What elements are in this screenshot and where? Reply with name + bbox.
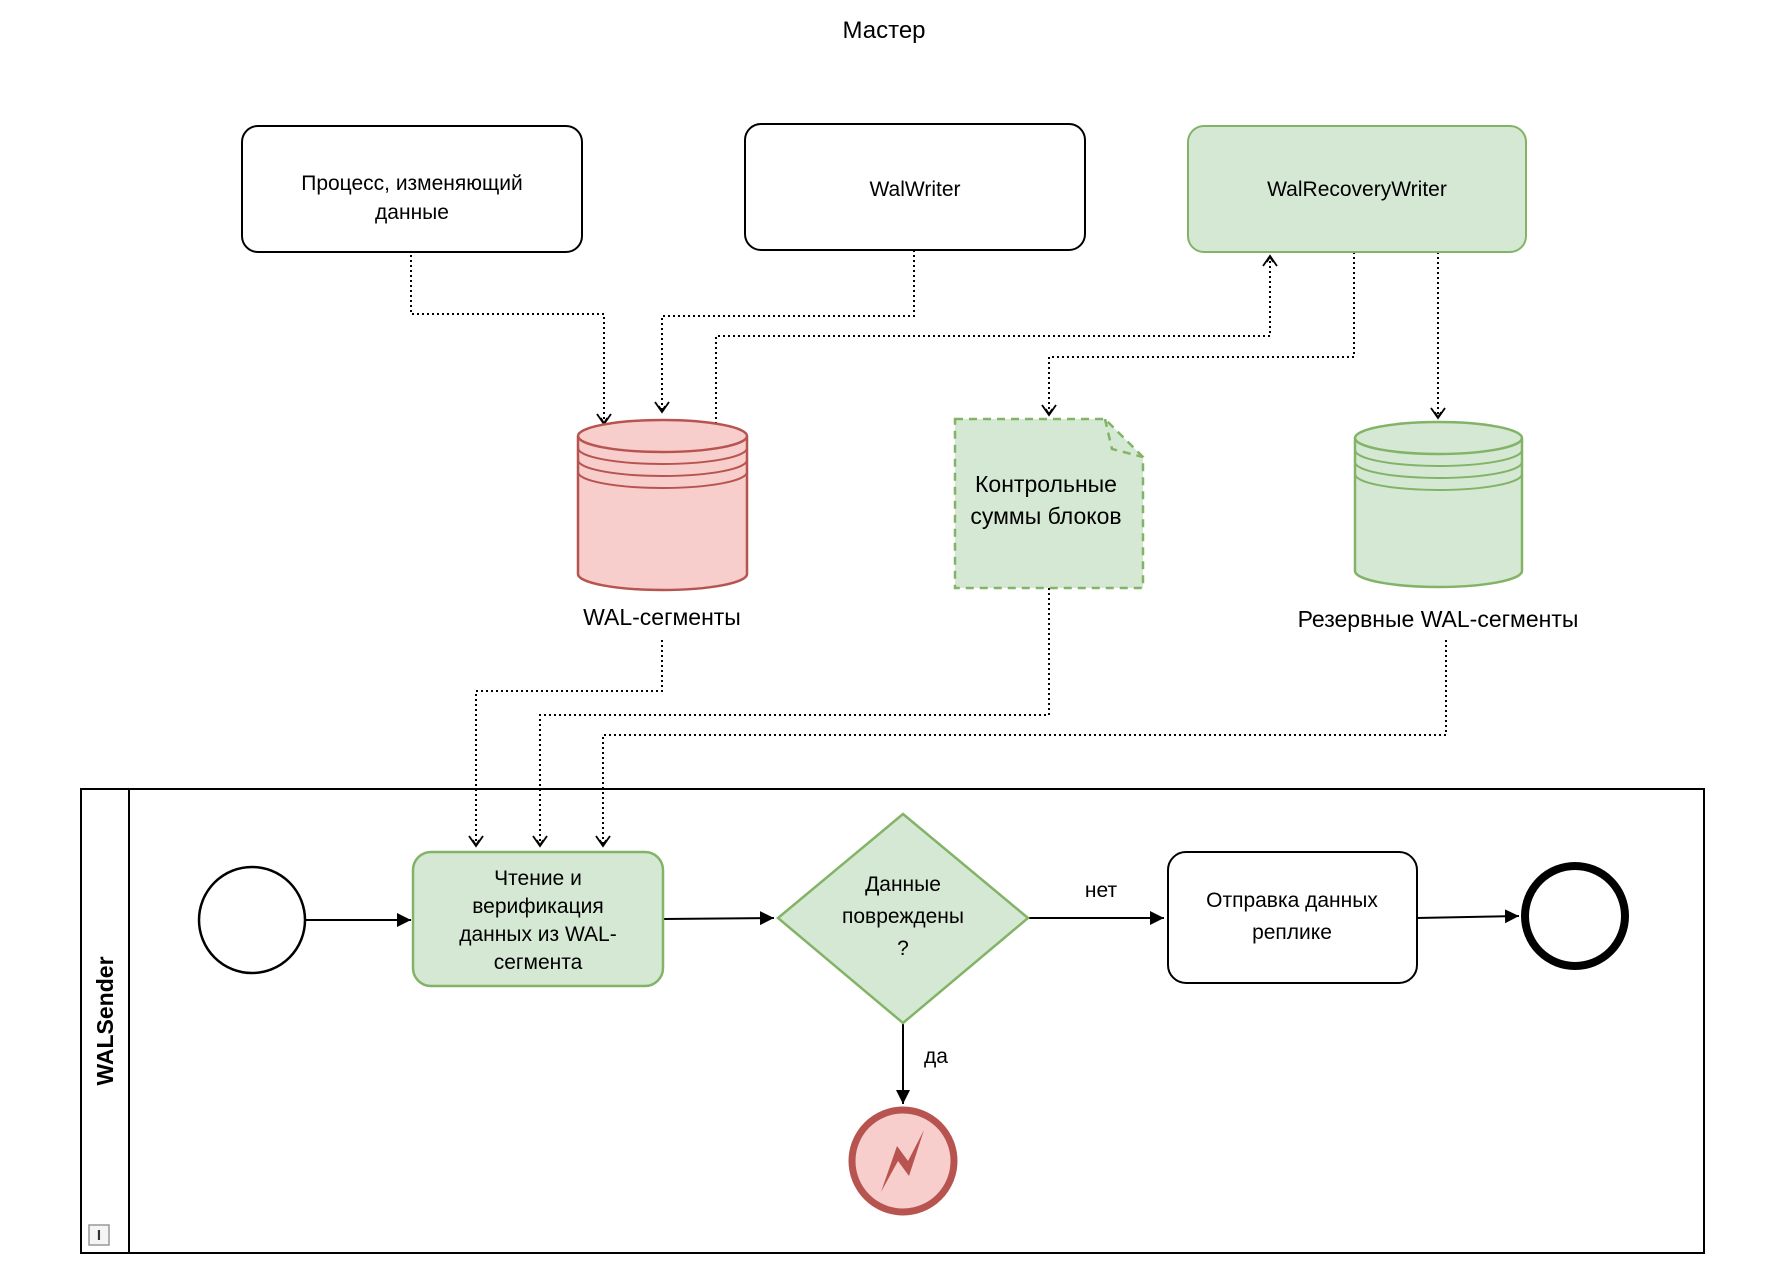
walrecoverywriter-box[interactable]: WalRecoveryWriter xyxy=(1187,125,1527,253)
error-end-event[interactable] xyxy=(848,1106,958,1216)
sequence-flows: нет да xyxy=(305,879,1520,1104)
cylinder-ring xyxy=(1354,473,1523,491)
flow-read-task-to-gateway[interactable] xyxy=(662,911,775,926)
message-flows xyxy=(410,250,1447,848)
cylinder-ring xyxy=(1354,449,1523,467)
cylinder-ring xyxy=(577,459,748,477)
cylinder-ring xyxy=(577,447,748,465)
pool-border xyxy=(80,788,1705,1254)
flow-wal-segments-to-walrecoverywriter[interactable] xyxy=(715,254,1278,424)
wal-segments-cylinder[interactable]: WAL-сегменты xyxy=(576,418,749,630)
cylinder-ring xyxy=(1353,437,1524,456)
master-section-title: Мастер xyxy=(842,17,925,44)
backup-wal-label: Резервные WAL-сегменты xyxy=(1298,606,1579,632)
walrecoverywriter-box-label: WalRecoveryWriter xyxy=(1267,178,1447,201)
edge-label-yes: да xyxy=(924,1045,948,1068)
flow-checksums-to-read-task[interactable] xyxy=(532,588,1050,848)
edge-label-no: нет xyxy=(1085,879,1118,902)
walsender-pool[interactable]: WALSender I xyxy=(80,788,1705,1254)
cylinder-ring xyxy=(577,471,748,489)
cylinder-ring xyxy=(576,435,749,454)
svg-text:I: I xyxy=(97,1227,101,1244)
flow-backup-wal-to-read-task[interactable] xyxy=(595,640,1447,848)
end-event-circle[interactable] xyxy=(1521,862,1629,970)
wal-segments-label: WAL-сегменты xyxy=(583,604,741,630)
flow-wal-segments-to-read-task[interactable] xyxy=(468,640,663,848)
walwriter-box[interactable]: WalWriter xyxy=(744,123,1086,251)
note-fold-corner xyxy=(1103,418,1144,459)
lane-title: WALSender xyxy=(92,956,118,1085)
flow-send-task-to-end[interactable] xyxy=(1416,909,1520,924)
flow-walrecoverywriter-to-checksums[interactable] xyxy=(1041,252,1355,417)
start-event-circle[interactable] xyxy=(197,865,307,975)
flow-process-to-wal-segments[interactable] xyxy=(410,250,612,426)
lightning-bolt-icon xyxy=(881,1130,924,1192)
cylinder-ring xyxy=(1354,461,1523,479)
walwriter-box-label: WalWriter xyxy=(870,178,961,201)
backup-wal-cylinder[interactable]: Резервные WAL-сегменты xyxy=(1298,420,1579,632)
flow-walwriter-to-wal-segments[interactable] xyxy=(654,250,915,414)
lane-collapse-marker-icon[interactable]: I xyxy=(88,1224,110,1246)
